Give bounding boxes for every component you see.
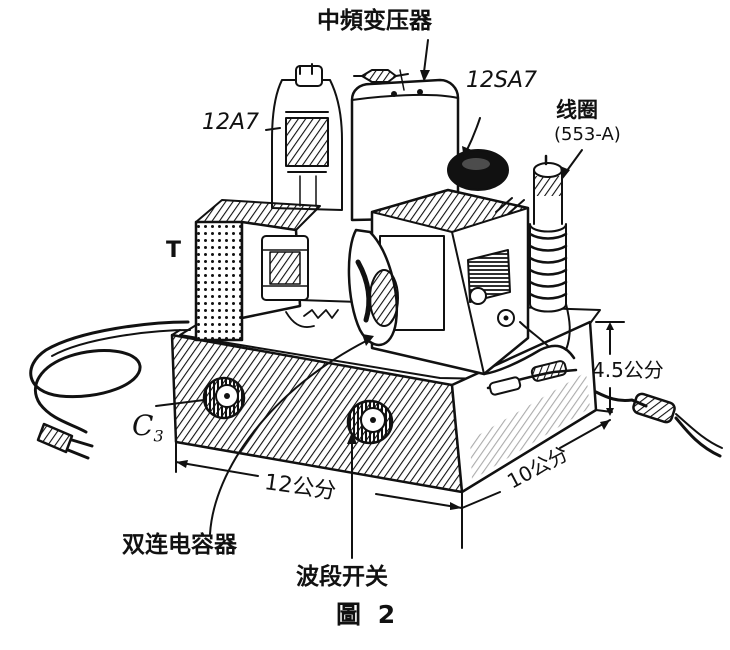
- wiring: [285, 303, 578, 396]
- dimension-height-label: 4.5公分: [592, 358, 664, 382]
- label-transformer-t: T: [166, 238, 182, 263]
- tube-12sa7: [447, 149, 509, 191]
- label-12a7: 12A7: [202, 110, 260, 135]
- label-12sa7: 12SA7: [466, 68, 538, 93]
- power-cord: [29, 320, 191, 460]
- capacitor-c3-knob: [202, 376, 246, 420]
- tube-12a7: [271, 63, 343, 211]
- label-capacitor-c3: C3: [132, 412, 164, 445]
- leader-c3: [155, 399, 205, 407]
- leader-12a7: [265, 127, 281, 131]
- dual-capacitor-unit: [347, 188, 530, 376]
- leader-dual-capacitor: [209, 339, 369, 535]
- speaker-cord: [594, 390, 723, 458]
- dimension-lines: [175, 321, 625, 549]
- if-transformer-can: [350, 69, 460, 222]
- plug: [36, 422, 94, 460]
- leader-coil: [565, 149, 583, 173]
- leader-lines: [155, 39, 583, 559]
- label-c3-subscript: 3: [153, 426, 164, 446]
- label-band-switch: 波段开关: [296, 564, 388, 590]
- leader-12sa7: [465, 117, 481, 153]
- label-coil: 线圈: [556, 98, 598, 122]
- band-switch-knob: [346, 399, 394, 445]
- label-c3-letter: C: [132, 409, 154, 442]
- leader-if-transformer: [423, 39, 429, 73]
- label-coil-model: (553-A): [554, 124, 621, 145]
- figure-caption: 圖 2: [336, 600, 400, 629]
- label-dual-capacitor: 双连电容器: [122, 532, 237, 558]
- coil-553a: [528, 154, 568, 313]
- power-transformer: [194, 199, 321, 342]
- label-if-transformer: 中頻变压器: [317, 8, 432, 34]
